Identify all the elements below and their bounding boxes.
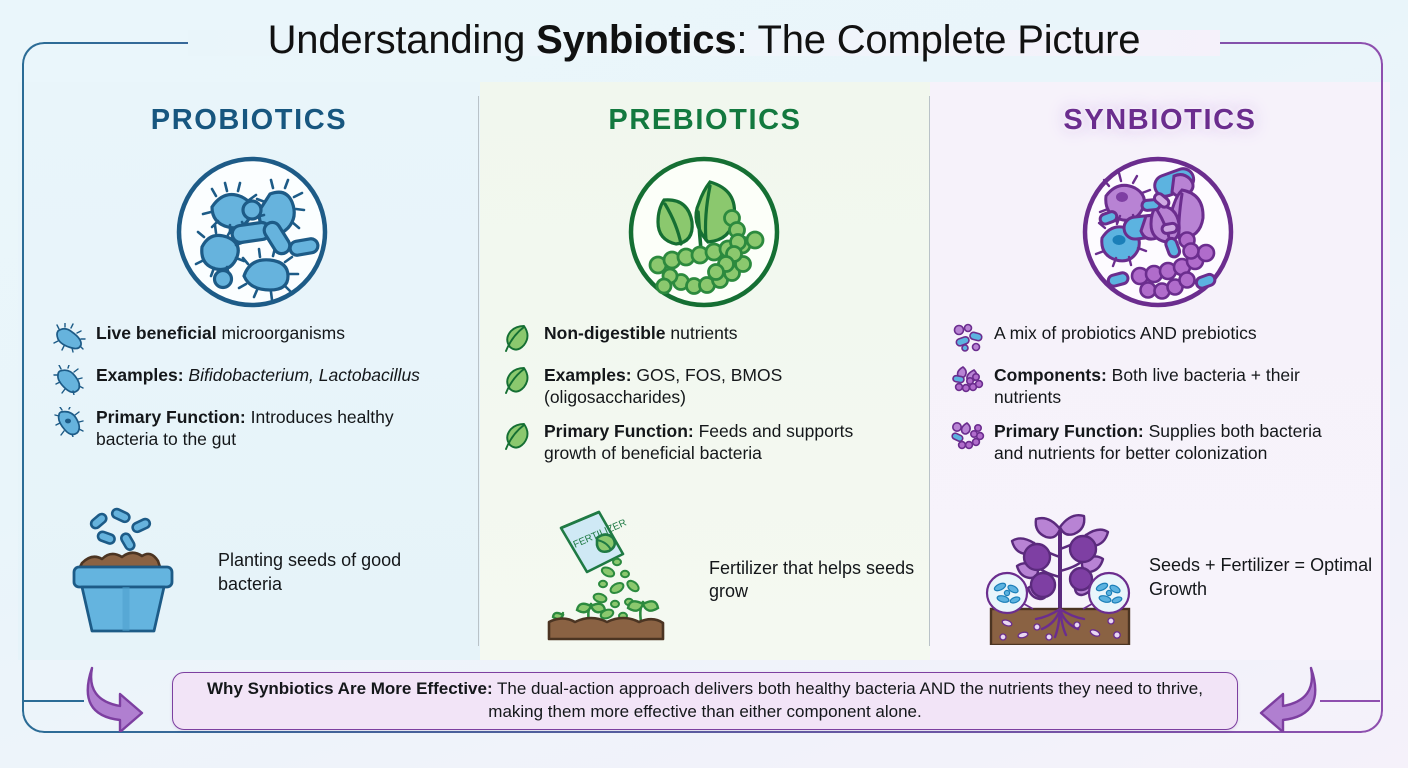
- bullet-list-probiotics: Live beneficial microorganisms Examples:…: [52, 322, 452, 462]
- list-item-bold: Live beneficial: [96, 323, 217, 343]
- bullet-list-synbiotics: A mix of probiotics AND prebiotics: [950, 322, 1350, 476]
- column-heading-synbiotics: SYNBIOTICS: [1063, 104, 1257, 136]
- list-item-rest: Introduces healthy bacteria to the gut: [96, 407, 394, 450]
- list-item-rest: Supplies both bacteria and nutrients for…: [994, 420, 1322, 464]
- list-item-text: Primary Function: Supplies both bacteria…: [994, 420, 1350, 465]
- leaf-green-icon: [500, 365, 536, 395]
- list-item-rest: microorganisms: [216, 323, 345, 343]
- analogy-caption: Fertilizer that helps seeds grow: [709, 557, 915, 601]
- list-item: Non-digestible nutrients: [500, 322, 890, 353]
- bacterium-blue-icon: [52, 406, 88, 438]
- mixed-bacteria-and-fiber-icon: [1078, 152, 1238, 312]
- bacteria-and-fiber-purple-icon: [950, 365, 986, 395]
- flower-pot-with-seeds-icon: [60, 505, 200, 640]
- list-item-text: Components: Both live bacteria + their n…: [994, 364, 1350, 409]
- list-item-text: Primary Function: Feeds and supports gro…: [544, 420, 890, 465]
- list-item: Primary Function: Supplies both bacteria…: [950, 420, 1350, 465]
- list-item: A mix of probiotics AND prebiotics: [950, 322, 1350, 353]
- list-item: Components: Both live bacteria + their n…: [950, 364, 1350, 409]
- leaves-and-fiber-chains-icon: [624, 152, 784, 312]
- conclusion-bold: Why Synbiotics Are More Effective:: [207, 679, 493, 699]
- list-item-bold: Components:: [994, 365, 1107, 385]
- list-item-rest: Feeds and supports growth of beneficial …: [544, 420, 854, 464]
- fertilizer-bag-pouring-icon: FERTILIZER: [545, 510, 695, 650]
- column-heading-probiotics: PROBIOTICS: [150, 104, 348, 136]
- curved-arrow-left-icon: [1245, 662, 1325, 737]
- column-heading-prebiotics: PREBIOTICS: [608, 104, 802, 136]
- list-item-italic: Bifidobacterium, Lactobacillus: [188, 365, 420, 385]
- list-item-rest: A mix of probiotics AND prebiotics: [994, 323, 1257, 343]
- analogy-caption: Seeds + Fertilizer = Optimal Growth: [1149, 555, 1373, 599]
- title-keyword: Synbiotics: [536, 18, 737, 62]
- frame-stub-right: [1320, 700, 1380, 702]
- fruiting-plant-with-roots-icon: [985, 505, 1135, 650]
- bullet-list-prebiotics: Non-digestible nutrients Examples: GOS, …: [500, 322, 890, 476]
- curved-arrow-right-icon: [78, 662, 158, 737]
- list-item-text: Examples: GOS, FOS, BMOS (oligosaccharid…: [544, 364, 890, 409]
- list-item-text: A mix of probiotics AND prebiotics: [994, 322, 1257, 344]
- list-item: Live beneficial microorganisms: [52, 322, 452, 353]
- list-item-rest: nutrients: [665, 323, 738, 343]
- list-item-bold: Non-digestible: [544, 323, 666, 343]
- list-item-text: Non-digestible nutrients: [544, 322, 738, 344]
- title-suffix: : The Complete Picture: [736, 18, 1141, 62]
- list-item: Primary Function: Feeds and supports gro…: [500, 420, 890, 465]
- frame-stub-left: [22, 700, 84, 702]
- frame-title-gap: [188, 30, 1220, 56]
- bacterium-blue-icon: [52, 322, 88, 353]
- list-item: Examples: Bifidobacterium, Lactobacillus: [52, 364, 452, 396]
- bacteria-and-fiber-purple-icon: [950, 323, 986, 353]
- analogy-probiotics: Planting seeds of good bacteria: [60, 505, 470, 640]
- list-item-rest: GOS, FOS, BMOS (oligosaccharides): [544, 365, 783, 408]
- list-item-text: Examples: Bifidobacterium, Lactobacillus: [96, 364, 420, 386]
- bacteria-and-fiber-purple-icon: [950, 421, 986, 451]
- title-prefix: Understanding: [267, 18, 537, 62]
- list-item-rest: Both live bacteria + their nutrients: [994, 365, 1300, 408]
- list-item-text: Primary Function: Introduces healthy bac…: [96, 406, 452, 451]
- list-item-bold: Primary Function:: [544, 420, 694, 441]
- list-item-bold: Primary Function:: [96, 407, 246, 427]
- list-item-bold: Primary Function:: [994, 420, 1144, 441]
- analogy-prebiotics: FERTILIZER: [545, 510, 935, 650]
- conclusion-rest: The dual-action approach delivers both h…: [488, 679, 1203, 721]
- petri-dish-bacteria-icon: [172, 152, 332, 312]
- leaf-green-icon: [500, 421, 536, 451]
- conclusion-text: Why Synbiotics Are More Effective: The d…: [173, 678, 1237, 723]
- conclusion-banner: Why Synbiotics Are More Effective: The d…: [172, 672, 1238, 730]
- leaf-green-icon: [500, 323, 536, 353]
- list-item-bold: Examples:: [96, 365, 184, 385]
- bacterium-blue-icon: [52, 364, 88, 396]
- column-divider-left: [478, 96, 479, 646]
- list-item-text: Live beneficial microorganisms: [96, 322, 345, 344]
- analogy-synbiotics: Seeds + Fertilizer = Optimal Growth: [985, 505, 1385, 650]
- list-item: Examples: GOS, FOS, BMOS (oligosaccharid…: [500, 364, 890, 409]
- page-title: Understanding Synbiotics: The Complete P…: [0, 20, 1408, 60]
- list-item-bold: Examples:: [544, 365, 632, 385]
- analogy-caption: Planting seeds of good bacteria: [218, 550, 402, 594]
- list-item: Primary Function: Introduces healthy bac…: [52, 406, 452, 451]
